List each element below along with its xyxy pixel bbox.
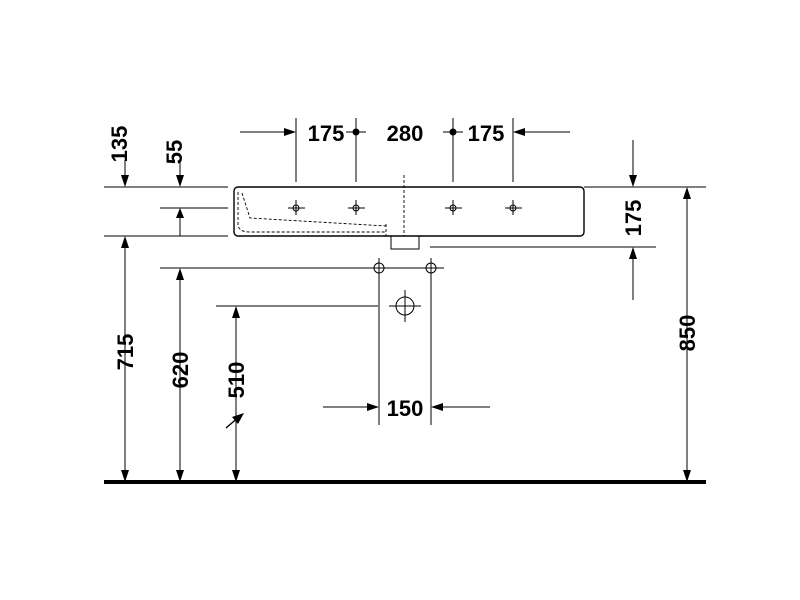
dim-bottom-150: 150: [387, 396, 424, 421]
supply-holes: [369, 258, 441, 322]
left-upper-dimensions: [104, 160, 228, 237]
dim-height-850: 850: [675, 315, 700, 352]
dim-top-left-175: 175: [308, 121, 345, 146]
tap-hole-3: [445, 200, 462, 215]
dim-left-55: 55: [162, 140, 187, 164]
right-175-dimension: [430, 140, 706, 300]
dim-top-right-175: 175: [468, 121, 505, 146]
dim-top-center-280: 280: [387, 121, 424, 146]
supply-hole-right: [421, 258, 441, 278]
dim-left-135: 135: [107, 126, 132, 163]
tap-hole-markers: [288, 200, 522, 215]
top-dimension-chain: [240, 118, 570, 182]
height-510-dimension: [216, 305, 378, 482]
basin-outline: [233, 175, 585, 250]
dim-right-175: 175: [621, 200, 646, 237]
dim-height-510: 510: [224, 362, 249, 399]
dim-height-715: 715: [113, 334, 138, 371]
height-620-dimension: [160, 267, 444, 482]
height-850-dimension: [683, 187, 691, 482]
tap-hole-4: [505, 200, 522, 215]
dim-height-620: 620: [168, 352, 193, 389]
drain-pipe-hole: [389, 290, 421, 322]
supply-hole-left: [369, 258, 389, 278]
bottom-150-dimension: [323, 278, 490, 425]
height-715-dimension: [121, 236, 129, 482]
tap-hole-2: [348, 200, 365, 215]
tap-hole-1: [288, 200, 305, 215]
